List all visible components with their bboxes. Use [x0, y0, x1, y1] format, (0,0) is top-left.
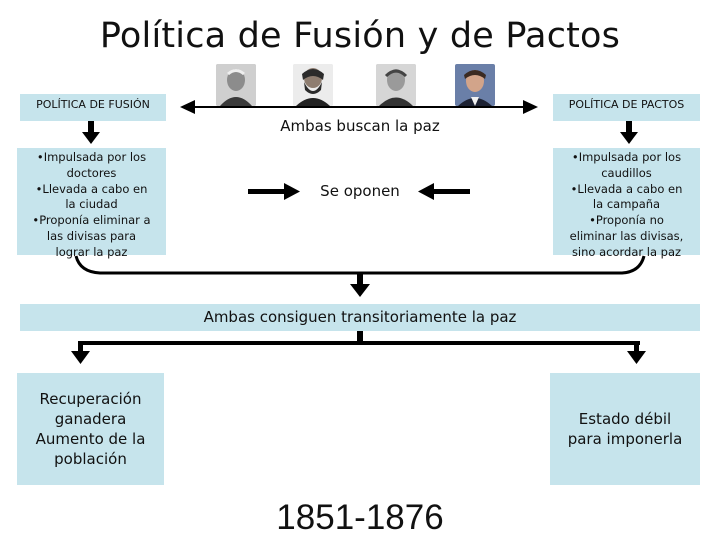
- split-bar: [78, 341, 640, 345]
- merge-arrow-shaft: [357, 273, 363, 285]
- left-header-arrow-head: [82, 132, 100, 144]
- top-arrow-right-head: [523, 100, 538, 114]
- oppose-right-arrow-shaft: [432, 189, 470, 194]
- split-left-head: [71, 351, 90, 364]
- oppose-left-arrow-head: [284, 183, 300, 200]
- merge-curve: [76, 256, 644, 273]
- top-arrow-left-head: [180, 100, 195, 114]
- merge-arrow-head: [350, 284, 370, 297]
- oppose-left-arrow-shaft: [248, 189, 286, 194]
- right-header-arrow-head: [620, 132, 638, 144]
- split-stub: [357, 331, 363, 342]
- split-right-head: [627, 351, 646, 364]
- oppose-right-arrow-head: [418, 183, 434, 200]
